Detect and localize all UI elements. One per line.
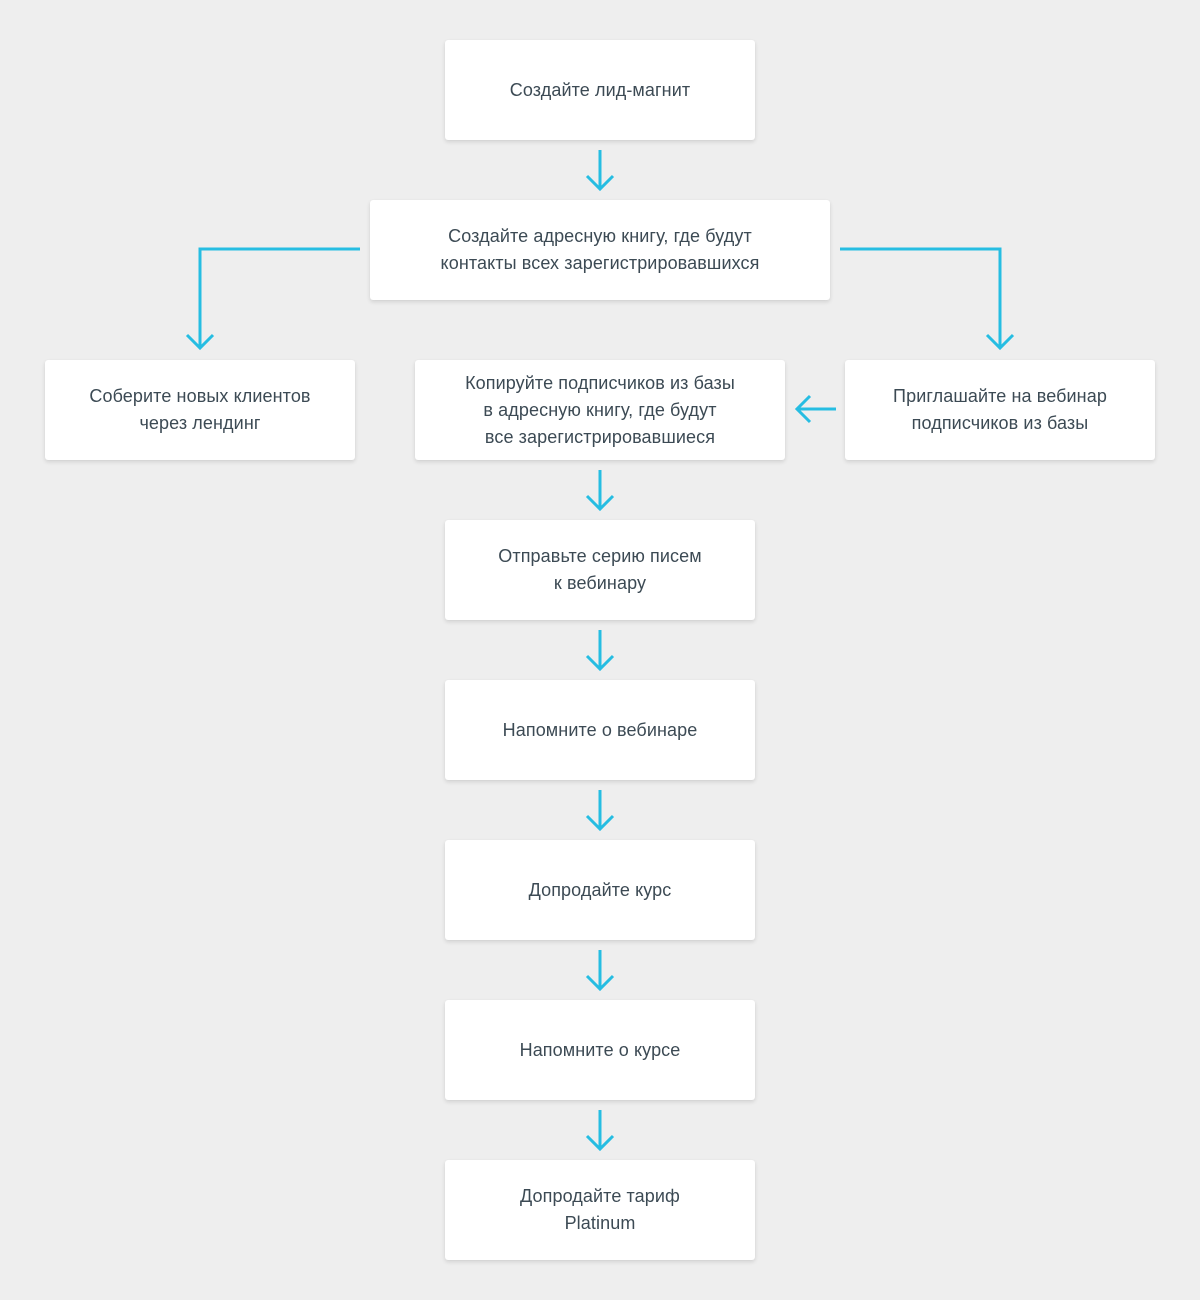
node-send-series: Отправьте серию писем к вебинару xyxy=(445,520,755,620)
node-landing-label: Соберите новых клиентов через лендинг xyxy=(89,386,311,433)
node-address-book-label: Создайте адресную книгу, где будут конта… xyxy=(440,226,760,273)
arrow-remind-webinar-to-upsell-course xyxy=(585,790,615,832)
node-remind-webinar: Напомните о вебинаре xyxy=(445,680,755,780)
node-address-book: Создайте адресную книгу, где будут конта… xyxy=(370,200,830,300)
node-copy-subscribers: Копируйте подписчиков из базы в адресную… xyxy=(415,360,785,460)
node-copy-subscribers-label: Копируйте подписчиков из базы в адресную… xyxy=(465,372,735,447)
node-remind-course-label: Напомните о курсе xyxy=(519,1039,681,1060)
node-send-series-label: Отправьте серию писем к вебинару xyxy=(498,546,702,593)
node-invite-label: Приглашайте на вебинар подписчиков из ба… xyxy=(893,386,1107,433)
arrow-send-series-to-remind-webinar xyxy=(585,630,615,672)
node-remind-webinar-label: Напомните о вебинаре xyxy=(502,719,698,740)
node-upsell-course: Допродайте курс xyxy=(445,840,755,940)
node-landing: Соберите новых клиентов через лендинг xyxy=(45,360,355,460)
node-invite: Приглашайте на вебинар подписчиков из ба… xyxy=(845,360,1155,460)
node-upsell-platinum-label: Допродайте тариф Platinum xyxy=(520,1186,680,1233)
arrow-copy-subscribers-to-send-series xyxy=(585,470,615,512)
arrow-upsell-course-to-remind-course xyxy=(585,950,615,992)
arrow-remind-course-to-upsell-platinum xyxy=(585,1110,615,1152)
arrow-invite-to-copy-subscribers xyxy=(794,394,836,424)
node-upsell-platinum: Допродайте тариф Platinum xyxy=(445,1160,755,1260)
node-remind-course: Напомните о курсе xyxy=(445,1000,755,1100)
arrow-lead-magnet-to-address-book xyxy=(585,150,615,192)
node-lead-magnet-label: Создайте лид-магнит xyxy=(509,79,691,100)
arrow-address-book-to-invite xyxy=(840,247,1015,351)
node-lead-magnet: Создайте лид-магнит xyxy=(445,40,755,140)
arrow-address-book-to-landing xyxy=(185,247,360,351)
node-upsell-course-label: Допродайте курс xyxy=(528,879,672,900)
